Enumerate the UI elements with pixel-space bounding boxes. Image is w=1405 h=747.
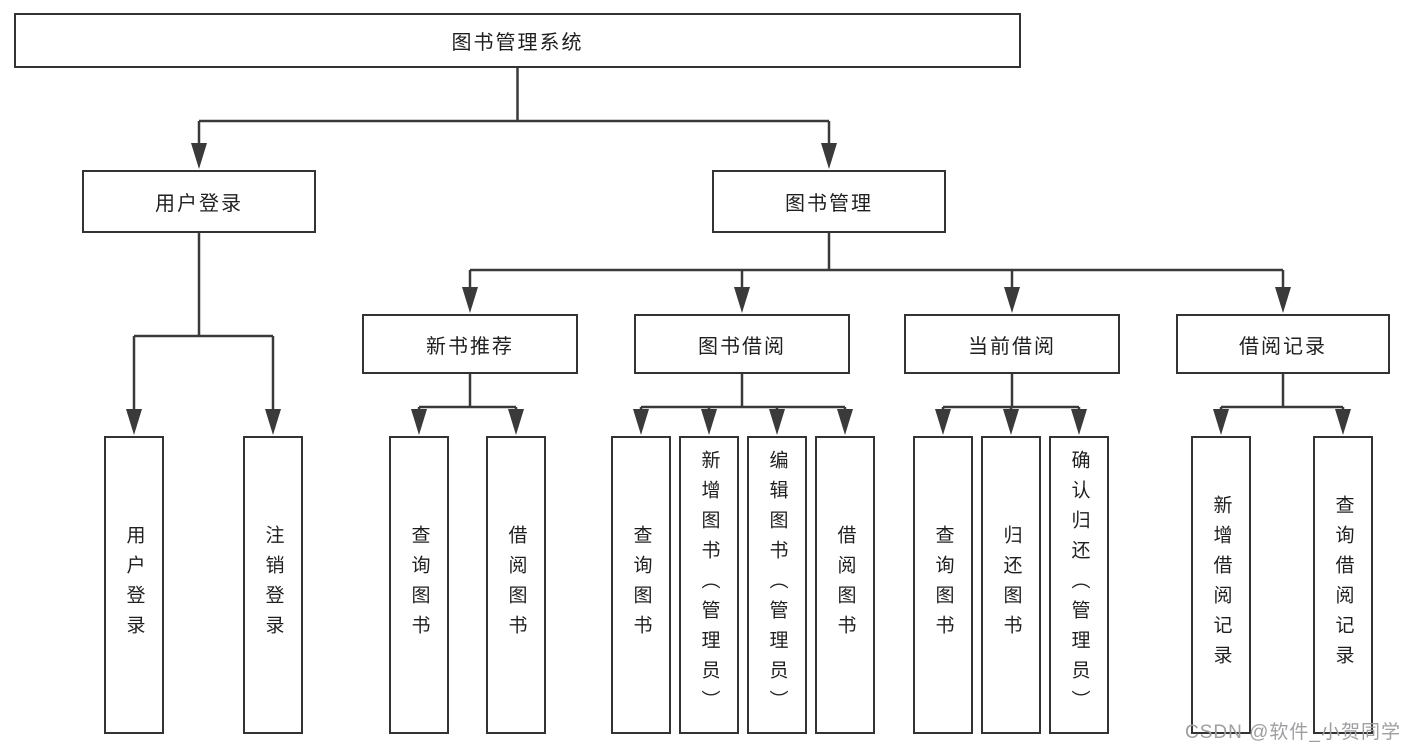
- leaf-confirm-return-admin: 确认归还（管理员）: [1049, 436, 1109, 734]
- node-current-borrow-label: 当前借阅: [968, 335, 1056, 358]
- node-borrow-records-label: 借阅记录: [1239, 335, 1327, 358]
- node-book-borrow: 图书借阅: [634, 314, 850, 374]
- leaf-logout: 注销登录: [243, 436, 303, 734]
- leaf-query-book-current-label: 查询图书: [932, 525, 954, 645]
- connector-userlogin-to-leaves: [126, 233, 281, 435]
- node-book-management: 图书管理: [712, 170, 946, 233]
- leaf-return-book-label: 归还图书: [1000, 525, 1022, 645]
- connector-root-to-level2: [191, 68, 837, 169]
- node-root-label: 图书管理系统: [451, 32, 584, 54]
- leaf-query-book-borrow-label: 查询图书: [630, 525, 652, 645]
- leaf-return-book: 归还图书: [981, 436, 1041, 734]
- watermark: CSDN @软件_小贺同学: [1185, 722, 1401, 743]
- leaf-add-borrow-record-label: 新增借阅记录: [1210, 495, 1232, 675]
- leaf-borrow-book-newrec: 借阅图书: [486, 436, 546, 734]
- leaf-add-book-admin-label: 新增图书（管理员）: [698, 450, 720, 720]
- leaf-edit-book-admin: 编辑图书（管理员）: [747, 436, 807, 734]
- node-root-system: 图书管理系统: [14, 13, 1021, 68]
- connector-borrowrecord-to-leaves: [1213, 374, 1351, 435]
- leaf-edit-book-admin-label: 编辑图书（管理员）: [766, 450, 788, 720]
- node-current-borrow: 当前借阅: [904, 314, 1120, 374]
- leaf-user-login: 用户登录: [104, 436, 164, 734]
- leaf-add-borrow-record: 新增借阅记录: [1191, 436, 1251, 734]
- leaf-confirm-return-admin-label: 确认归还（管理员）: [1068, 450, 1090, 720]
- leaf-query-book-current: 查询图书: [913, 436, 973, 734]
- node-borrow-records: 借阅记录: [1176, 314, 1390, 374]
- connector-bookmgmt-to-level3: [462, 233, 1291, 313]
- leaf-query-book-newrec: 查询图书: [389, 436, 449, 734]
- leaf-user-login-label: 用户登录: [123, 525, 145, 645]
- leaf-borrow-book-newrec-label: 借阅图书: [505, 525, 527, 645]
- leaf-borrow-book-label: 借阅图书: [834, 525, 856, 645]
- connector-currentborrow-to-leaves: [935, 374, 1087, 435]
- leaf-query-borrow-record: 查询借阅记录: [1313, 436, 1373, 734]
- node-user-login: 用户登录: [82, 170, 316, 233]
- leaf-query-borrow-record-label: 查询借阅记录: [1332, 495, 1354, 675]
- node-user-login-label: 用户登录: [155, 193, 243, 215]
- connector-bookborrow-to-leaves: [633, 374, 853, 435]
- node-new-book-recommend: 新书推荐: [362, 314, 578, 374]
- connector-newbook-to-leaves: [411, 374, 524, 435]
- node-new-book-recommend-label: 新书推荐: [426, 335, 514, 358]
- leaf-query-book-newrec-label: 查询图书: [408, 525, 430, 645]
- node-book-management-label: 图书管理: [785, 193, 873, 215]
- leaf-logout-label: 注销登录: [262, 525, 284, 645]
- node-book-borrow-label: 图书借阅: [698, 335, 786, 358]
- leaf-add-book-admin: 新增图书（管理员）: [679, 436, 739, 734]
- leaf-borrow-book: 借阅图书: [815, 436, 875, 734]
- leaf-query-book-borrow: 查询图书: [611, 436, 671, 734]
